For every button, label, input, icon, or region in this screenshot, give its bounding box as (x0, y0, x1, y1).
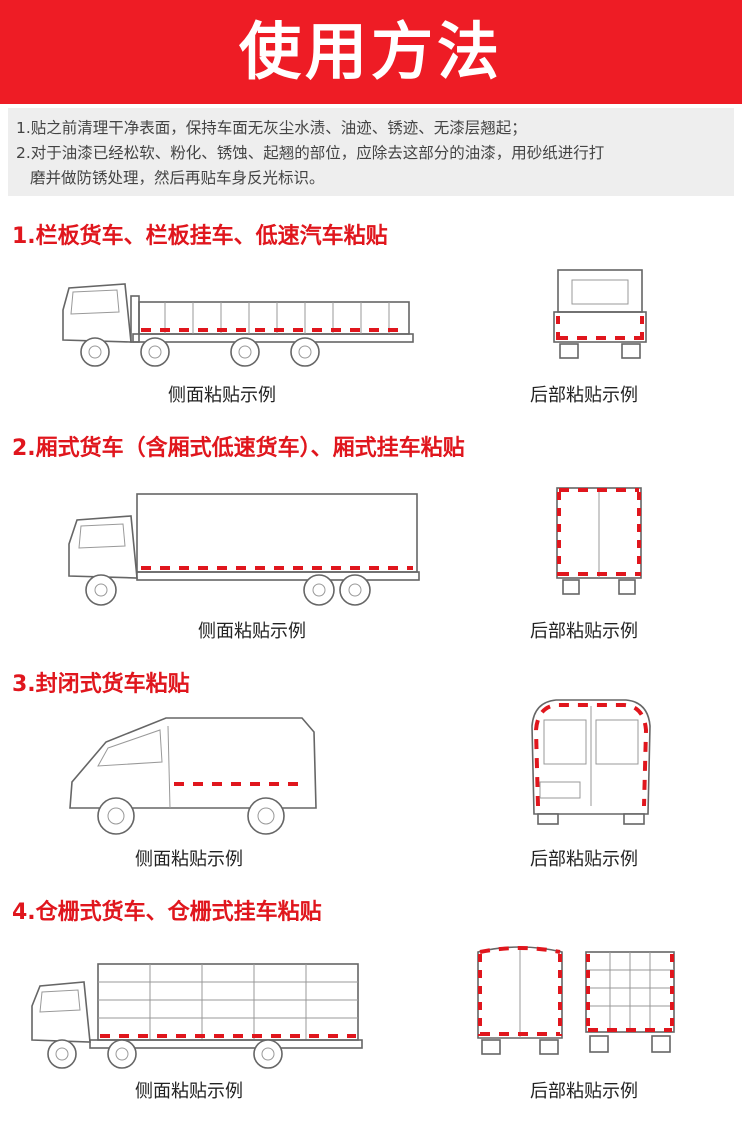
side-illustration-box-truck (68, 493, 420, 606)
rear-caption-2: 后部粘贴示例 (530, 621, 638, 642)
usage-notes: 1.贴之前清理干净表面，保持车面无灰尘水渍、油迹、锈迹、无漆层翘起； 2.对于油… (8, 108, 734, 196)
note-2-cont: 磨并做防锈处理，然后再贴车身反光标识。 (30, 169, 325, 187)
section-title-2: 2.厢式货车（含厢式低速货车）、厢式挂车粘贴 (12, 436, 465, 461)
side-illustration-stake-truck (62, 283, 414, 367)
rear-illustration-stake-truck (553, 269, 647, 359)
rear-illustration-box-truck (556, 487, 642, 595)
page-title: 使用方法 (238, 15, 503, 88)
rear-caption-4: 后部粘贴示例 (530, 1081, 638, 1102)
rear-caption-1: 后部粘贴示例 (530, 385, 638, 406)
side-illustration-van (69, 717, 317, 835)
section-title-3: 3.封闭式货车粘贴 (12, 672, 190, 697)
side-caption-3: 侧面粘贴示例 (135, 849, 243, 870)
note-2: 2.对于油漆已经松软、粉化、锈蚀、起翘的部位，应除去这部分的油漆，用砂纸进行打 (16, 144, 605, 162)
title-banner: 使用方法 (0, 0, 742, 104)
side-caption-2: 侧面粘贴示例 (198, 621, 306, 642)
rear-caption-3: 后部粘贴示例 (530, 849, 638, 870)
rear-illustration-stake-cargo-truck (585, 951, 675, 1053)
section-title-1: 1.栏板货车、栏板挂车、低速汽车粘贴 (12, 224, 388, 249)
rear-illustration-tarp-truck (477, 946, 563, 1055)
side-illustration-stake-cargo-truck (31, 963, 363, 1069)
rear-illustration-van (531, 699, 651, 825)
side-caption-1: 侧面粘贴示例 (168, 385, 276, 406)
note-1: 1.贴之前清理干净表面，保持车面无灰尘水渍、油迹、锈迹、无漆层翘起； (16, 119, 527, 137)
section-title-4: 4.仓栅式货车、仓栅式挂车粘贴 (12, 900, 322, 925)
side-caption-4: 侧面粘贴示例 (135, 1081, 243, 1102)
